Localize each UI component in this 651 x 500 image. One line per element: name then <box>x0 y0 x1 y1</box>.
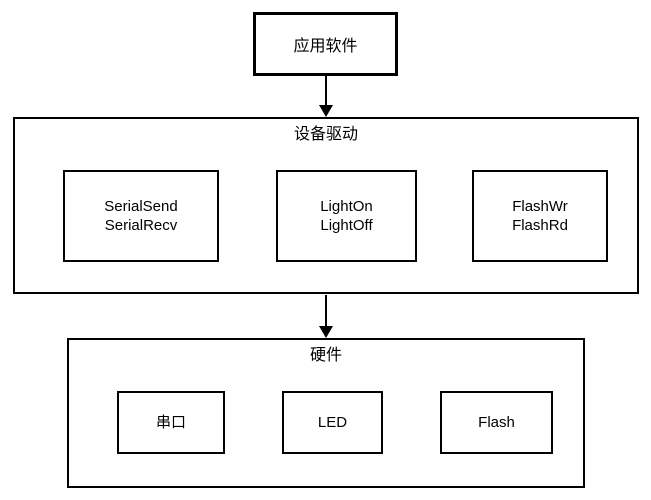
arrow-down-icon <box>319 326 333 338</box>
flash-driver-line-2: FlashRd <box>512 217 568 234</box>
light-driver-line-2: LightOff <box>320 217 373 234</box>
flash-label: Flash <box>478 414 515 431</box>
serial-port-label: 串口 <box>155 414 186 431</box>
connector-driver-to-hardware <box>319 295 333 338</box>
node-flash-driver: FlashWr FlashRd <box>472 170 608 262</box>
light-driver-line-1: LightOn <box>320 198 373 215</box>
container-hardware-layer: 硬件 串口 LED Flash <box>67 338 585 488</box>
node-serial-port: 串口 <box>117 391 225 454</box>
serial-driver-line-1: SerialSend <box>104 198 178 215</box>
hardware-layer-title: 硬件 <box>309 347 342 364</box>
node-led: LED <box>282 391 383 454</box>
serial-driver-line-2: SerialRecv <box>104 217 178 234</box>
flash-driver-line-1: FlashWr <box>512 198 568 215</box>
connector-line <box>325 295 327 326</box>
connector-app-to-driver <box>319 76 333 117</box>
connector-line <box>325 76 327 105</box>
node-application-software: 应用软件 <box>253 12 398 76</box>
node-application-software-label: 应用软件 <box>293 38 358 55</box>
arrow-down-icon <box>319 105 333 117</box>
device-driver-layer-title: 设备驱动 <box>293 126 358 143</box>
node-serial-driver: SerialSend SerialRecv <box>63 170 219 262</box>
node-flash: Flash <box>440 391 553 454</box>
led-label: LED <box>317 414 348 431</box>
container-device-driver-layer: 设备驱动 SerialSend SerialRecv LightOn Light… <box>13 117 639 294</box>
node-light-driver: LightOn LightOff <box>276 170 417 262</box>
